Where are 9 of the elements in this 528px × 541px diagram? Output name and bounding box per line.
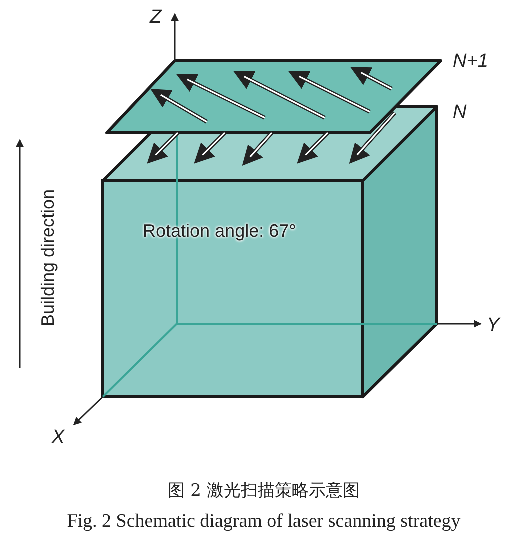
axis-label: Y xyxy=(487,316,500,335)
axis-label: Z xyxy=(150,8,162,27)
layer-label: N xyxy=(453,103,467,122)
caption-text: Fig. 2 Schematic diagram of laser scanning strategy xyxy=(67,512,461,531)
axis-label: Building direction xyxy=(39,189,57,327)
layer-label: N+1 xyxy=(453,52,488,71)
annotation-text: Rotation angle: 67° xyxy=(143,222,296,240)
axis-label: X xyxy=(52,428,65,447)
caption-text: 图 2 激光扫描策略示意图 xyxy=(168,483,360,500)
